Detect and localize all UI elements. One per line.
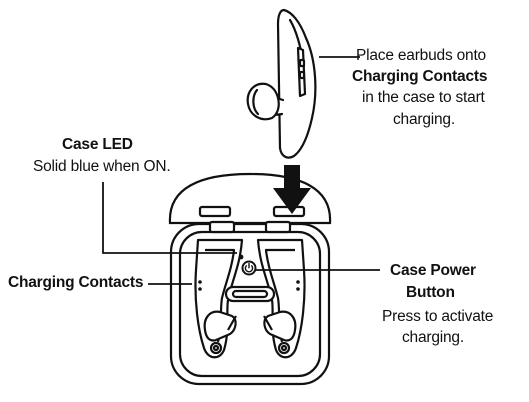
place-earbuds-line4: charging.	[393, 111, 455, 128]
case-led-desc: Solid blue when ON.	[33, 158, 171, 175]
leader-lines	[102, 56, 380, 285]
charging-contacts-title: Charging Contacts	[8, 274, 144, 291]
case-power-button-title-line2: Button	[406, 284, 455, 301]
case-power-button-title-line1: Case Power	[390, 262, 476, 279]
case-lid	[168, 172, 332, 225]
case-led-title: Case LED	[62, 136, 133, 153]
charging-case-illustration	[169, 220, 331, 386]
case-led-dot	[238, 254, 244, 260]
earbud-illustration	[246, 8, 317, 159]
place-earbuds-line1: Place earbuds onto	[356, 47, 486, 64]
place-earbuds-line3: in the case to start	[362, 89, 485, 106]
case-power-button-desc-line1: Press to activate	[382, 308, 494, 325]
charging-contacts-dots	[198, 280, 300, 291]
place-earbuds-line2: Charging Contacts	[352, 68, 488, 85]
case-power-button-desc-line2: charging.	[402, 329, 464, 346]
power-icon	[241, 260, 257, 276]
down-arrow-icon	[273, 165, 311, 214]
